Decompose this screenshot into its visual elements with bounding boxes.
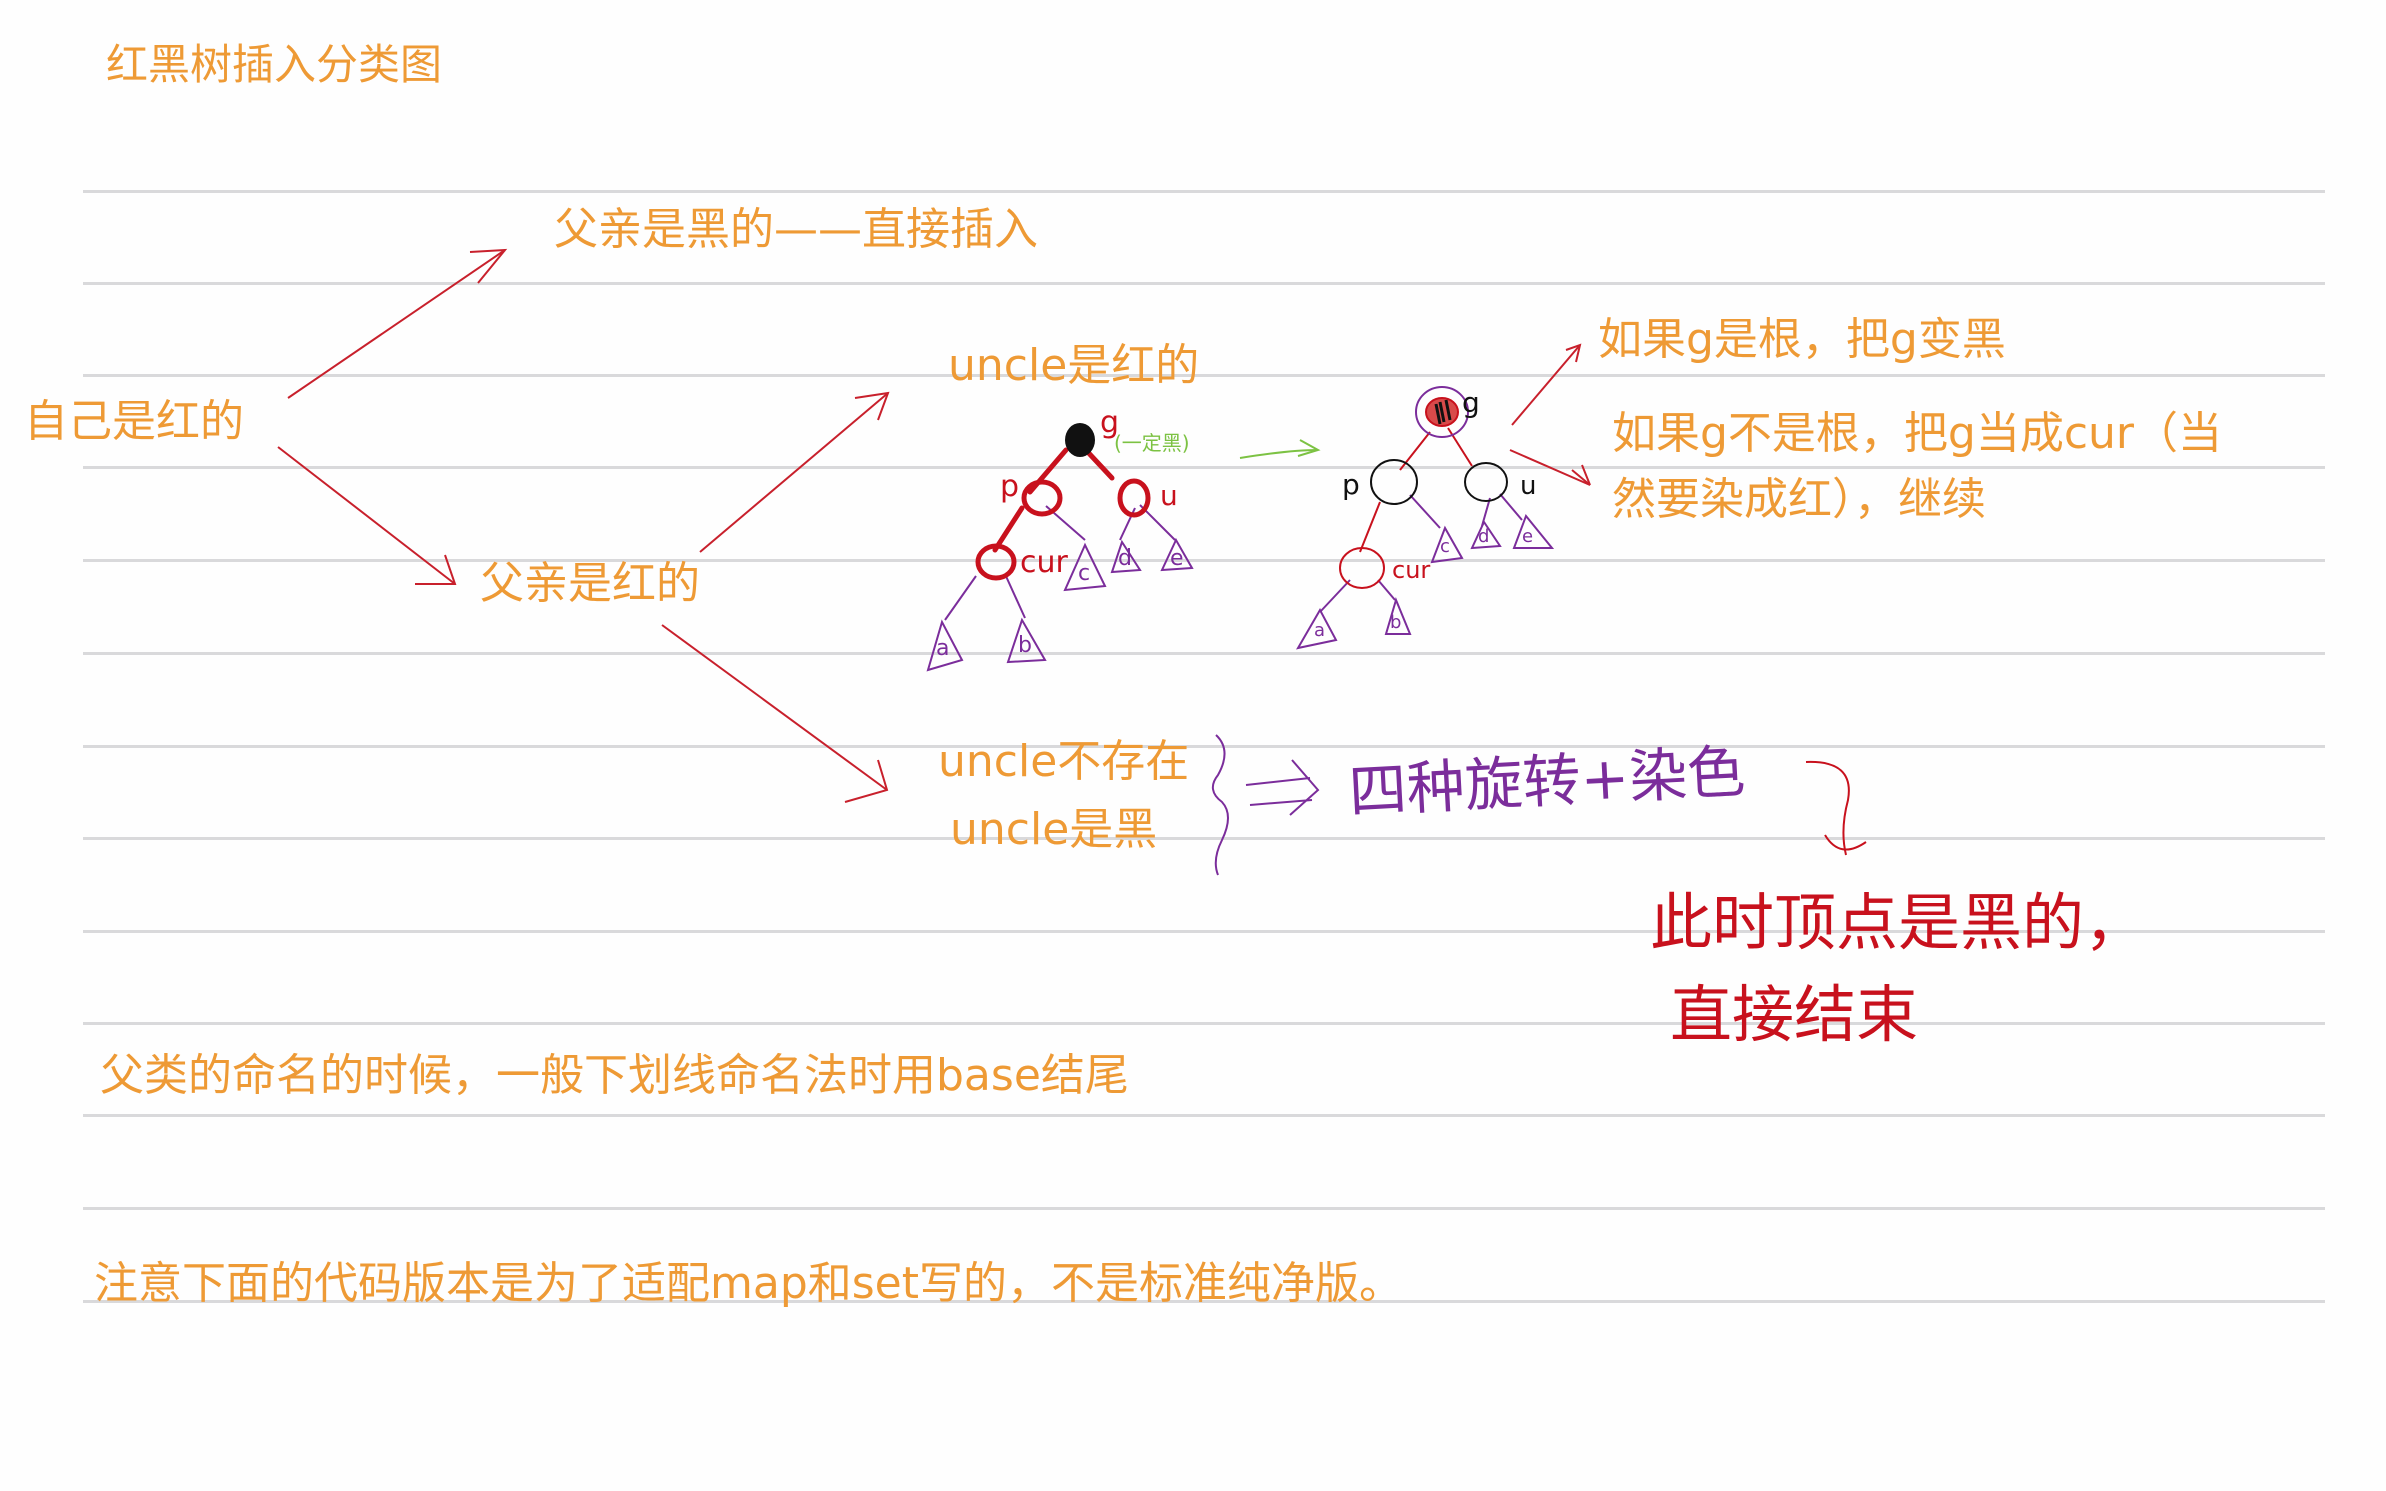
svg-text:(一定黑): (一定黑) <box>1114 431 1190 455</box>
node-g-recolored <box>1425 397 1459 427</box>
diagram-before: c d e a b g p u cur (一定黑) <box>926 405 1194 672</box>
handwritten-result-line2: 直接结束 <box>1670 978 1918 1051</box>
svg-text:g: g <box>1100 405 1119 440</box>
svg-text:b: b <box>1390 612 1401 633</box>
svg-text:a: a <box>936 636 949 661</box>
rule-line <box>83 190 2325 193</box>
node-uncle-red: uncle是红的 <box>948 340 1200 391</box>
rule-line <box>83 1300 2325 1303</box>
rule-line <box>83 374 2325 377</box>
brace <box>1211 734 1229 876</box>
rule-line <box>83 466 2325 469</box>
svg-text:g: g <box>1462 386 1480 419</box>
svg-text:u: u <box>1520 471 1536 501</box>
rule-g-not-root-line2: 然要染成红），继续 <box>1612 474 1986 525</box>
rule-line <box>83 1207 2325 1210</box>
arrow-to-g-root <box>1511 343 1582 426</box>
node-uncle-missing: uncle不存在 <box>938 736 1190 787</box>
node-p-red <box>1021 479 1063 517</box>
svg-text:c: c <box>1440 536 1450 557</box>
svg-text:d: d <box>1478 526 1489 547</box>
rule-line <box>83 745 2325 748</box>
rule-line <box>83 1022 2325 1025</box>
svg-text:p: p <box>1000 469 1019 504</box>
implies-arrow <box>1245 759 1320 816</box>
transform-arrow <box>1239 439 1321 459</box>
note-map-set-version: 注意下面的代码版本是为了适配map和set写的，不是标准纯净版。 <box>94 1258 1403 1309</box>
rule-line <box>83 1114 2325 1117</box>
node-cur-red-after <box>1339 547 1385 589</box>
handwritten-result-line1: 此时顶点是黑的， <box>1650 886 2146 959</box>
node-parent-black: 父亲是黑的——直接插入 <box>554 204 1038 255</box>
svg-text:u: u <box>1160 479 1178 512</box>
rule-line <box>83 652 2325 655</box>
page-title: 红黑树插入分类图 <box>106 40 443 89</box>
node-uncle-black: uncle是黑 <box>950 804 1158 855</box>
svg-text:cur: cur <box>1020 545 1069 580</box>
rule-line <box>83 559 2325 562</box>
svg-text:e: e <box>1522 526 1533 547</box>
node-self-red: 自己是红的 <box>24 396 244 447</box>
arrow-to-uncle-red <box>699 391 890 553</box>
node-u-red <box>1117 478 1151 518</box>
diagram-after: c d e a b g p u cur <box>1296 386 1555 650</box>
rule-line <box>83 837 2325 840</box>
svg-text:a: a <box>1314 620 1325 641</box>
svg-text:p: p <box>1342 468 1360 501</box>
node-g-black <box>1065 423 1095 457</box>
rule-line <box>83 930 2325 933</box>
rule-g-not-root-line1: 如果g不是根，把g当成cur（当 <box>1612 408 2223 459</box>
note-base-suffix: 父类的命名的时候，一般下划线命名法时用base结尾 <box>100 1050 1129 1101</box>
handwritten-action: 四种旋转+染色 <box>1347 737 1747 826</box>
rule-g-is-root: 如果g是根，把g变黑 <box>1598 314 2006 365</box>
svg-text:c: c <box>1078 561 1090 586</box>
rule-line <box>83 282 2325 285</box>
node-cur-red <box>975 543 1017 581</box>
node-parent-red: 父亲是红的 <box>480 558 700 609</box>
result-arrow <box>1805 760 1867 856</box>
